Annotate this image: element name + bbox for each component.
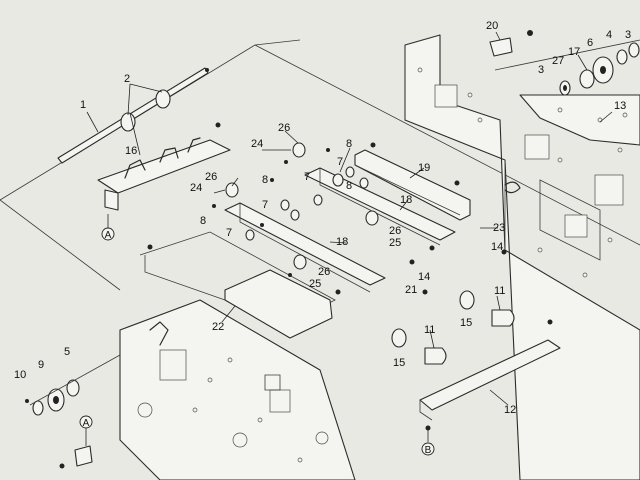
part-15-rollers bbox=[391, 290, 515, 365]
callout-4: 4 bbox=[606, 29, 612, 41]
callout-10: 10 bbox=[14, 369, 26, 381]
part-21-screw bbox=[409, 259, 415, 265]
callout-14-a: 14 bbox=[491, 241, 503, 253]
callout-16: 16 bbox=[125, 145, 137, 157]
part-22-plate bbox=[139, 231, 341, 345]
right-side-frame bbox=[404, 34, 640, 480]
reference-marks: A A B bbox=[79, 214, 435, 456]
callout-14-b: 14 bbox=[418, 271, 430, 283]
part-14-screw-a bbox=[501, 249, 507, 255]
callout-26-a: 26 bbox=[278, 122, 290, 134]
callout-7-b: 7 bbox=[262, 199, 268, 211]
top-right-bracket bbox=[519, 94, 640, 146]
callout-24-b: 24 bbox=[190, 182, 202, 194]
callout-22: 22 bbox=[212, 321, 224, 333]
callout-8-c: 8 bbox=[346, 180, 352, 192]
callout-8-a: 8 bbox=[346, 138, 352, 150]
callout-9: 9 bbox=[38, 359, 44, 371]
part-18-rail-lower bbox=[224, 202, 386, 286]
part-14-screw-b bbox=[422, 289, 428, 295]
callout-1: 1 bbox=[80, 99, 86, 111]
callout-5: 5 bbox=[64, 346, 70, 358]
left-lower-frame bbox=[119, 299, 356, 480]
callout-labels: 1 2 3 3 4 5 6 7 7 7 7 8 8 8 8 9 10 11 11… bbox=[14, 20, 631, 416]
part-12-bracket bbox=[419, 319, 561, 431]
part-16-bracket bbox=[97, 122, 231, 211]
callout-26-c: 26 bbox=[389, 225, 401, 237]
callout-8-d: 8 bbox=[200, 215, 206, 227]
callout-leaders bbox=[86, 31, 613, 406]
callout-7-c: 7 bbox=[304, 171, 310, 183]
reference-mark-b: B bbox=[425, 445, 432, 456]
reference-mark-a-lower: A bbox=[83, 418, 90, 429]
callout-15-a: 15 bbox=[460, 317, 472, 329]
callout-27: 27 bbox=[552, 55, 564, 67]
gear-cluster bbox=[494, 39, 640, 96]
part-19-rail bbox=[354, 149, 471, 221]
callout-20: 20 bbox=[486, 20, 498, 32]
callout-8-b: 8 bbox=[262, 174, 268, 186]
callout-7-d: 7 bbox=[226, 227, 232, 239]
part-18-rail-upper bbox=[304, 167, 456, 241]
callout-24-a: 24 bbox=[251, 138, 263, 150]
callout-12: 12 bbox=[504, 404, 516, 416]
callout-25-b: 25 bbox=[309, 278, 321, 290]
callout-21: 21 bbox=[405, 284, 417, 296]
part-20-bracket bbox=[489, 37, 513, 57]
reference-mark-a-upper: A bbox=[105, 230, 112, 241]
callout-2: 2 bbox=[124, 73, 130, 85]
callout-7-a: 7 bbox=[337, 156, 343, 168]
part-23-screw bbox=[429, 245, 435, 251]
callout-26-d: 26 bbox=[318, 266, 330, 278]
callout-19: 19 bbox=[418, 162, 430, 174]
callout-23: 23 bbox=[493, 222, 505, 234]
callout-25-a: 25 bbox=[389, 237, 401, 249]
callout-26-b: 26 bbox=[205, 171, 217, 183]
callout-3-right: 3 bbox=[625, 29, 631, 41]
lower-small-bracket bbox=[74, 445, 93, 467]
small-parts bbox=[212, 142, 379, 277]
part-20-screw bbox=[527, 30, 533, 36]
callout-18-lower: 18 bbox=[336, 236, 348, 248]
callout-18-upper: 18 bbox=[400, 194, 412, 206]
roller-shaft bbox=[57, 67, 209, 164]
lower-gear-set bbox=[25, 354, 121, 416]
callout-3-left: 3 bbox=[538, 64, 544, 76]
callout-15-b: 15 bbox=[393, 357, 405, 369]
callout-13: 13 bbox=[614, 100, 626, 112]
callout-11-b: 11 bbox=[424, 324, 435, 336]
callout-11-a: 11 bbox=[494, 285, 505, 297]
callout-17: 17 bbox=[568, 46, 580, 58]
callout-6: 6 bbox=[587, 37, 593, 49]
